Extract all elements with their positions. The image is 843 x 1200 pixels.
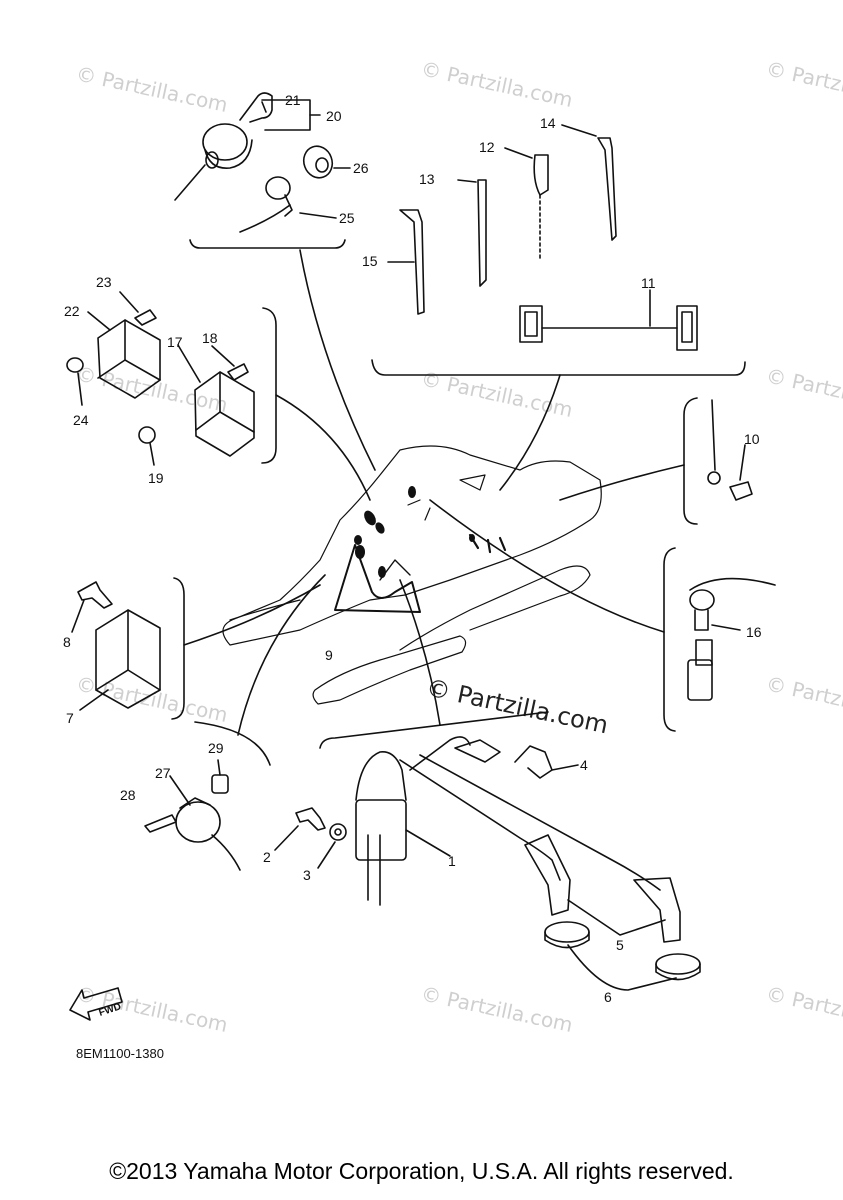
callout-12: 12: [479, 139, 495, 155]
band-part-15: [387, 209, 425, 315]
watermark: © Partzilla.com: [764, 363, 843, 419]
watermark: © Partzilla.com: [419, 981, 575, 1037]
high-tension-cords: [399, 739, 661, 891]
center-watermark: © Partzilla.com: [424, 673, 611, 739]
callout-14: 14: [540, 115, 556, 131]
leader: [399, 579, 441, 726]
washer-part-26: [302, 145, 351, 179]
copyright-notice: ©2013 Yamaha Motor Corporation, U.S.A. A…: [109, 1158, 734, 1184]
callout-7: 7: [66, 710, 74, 726]
leader: [559, 464, 685, 501]
frame-components: [354, 486, 475, 578]
band-part-13: [457, 179, 487, 287]
callout-20: 20: [326, 108, 342, 124]
sensor-part-16: [687, 577, 776, 701]
leader-6: [567, 944, 677, 991]
diagram-code: 8EM1100-1380: [76, 1046, 164, 1061]
leader: [275, 394, 371, 501]
bracket-bottom-center: [319, 711, 549, 749]
bolt-part-23: [119, 291, 157, 326]
leader: [183, 584, 321, 646]
frame-outline: [222, 445, 602, 705]
watermarks: © Partzilla.com © Partzilla.com © Partzi…: [74, 56, 843, 1037]
washer-part-3: [317, 823, 347, 869]
callout-19: 19: [148, 470, 164, 486]
callout-4: 4: [580, 757, 588, 773]
watermark: © Partzilla.com: [764, 56, 843, 112]
ignition-coil-part-1: [355, 736, 471, 906]
callout-16: 16: [746, 624, 762, 640]
bracket-right-upper: [683, 397, 698, 525]
bolt-part-8: [71, 581, 113, 633]
unit-part-7: [79, 609, 161, 711]
leader-5: [567, 899, 666, 936]
callout-15: 15: [362, 253, 378, 269]
unit-part-22: [87, 311, 161, 399]
callout-25: 25: [339, 210, 355, 226]
bolt-part-28: [144, 814, 177, 833]
callout-27: 27: [155, 765, 171, 781]
fwd-arrow-icon: [69, 987, 123, 1021]
sensor-part-27: [169, 775, 241, 871]
callout-5: 5: [616, 937, 624, 953]
parts-diagram: © Partzilla.com © Partzilla.com © Partzi…: [63, 56, 843, 1061]
cap-part-6: [544, 921, 701, 981]
callout-26: 26: [353, 160, 369, 176]
switch-part-25: [239, 176, 337, 233]
lead-part-10: [707, 399, 753, 501]
watermark: © Partzilla.com: [74, 61, 230, 117]
bolt-part-2: [274, 807, 326, 851]
callout-23: 23: [96, 274, 112, 290]
bracket-top-left: [189, 239, 346, 249]
nut-part-29: [211, 759, 229, 794]
callout-8: 8: [63, 634, 71, 650]
callout-21: 21: [285, 92, 301, 108]
nut-part-24: [66, 357, 84, 406]
callout-13: 13: [419, 171, 435, 187]
clip-part-12: [504, 147, 549, 259]
callout-11: 11: [641, 275, 656, 291]
unit-part-17: [177, 344, 255, 457]
watermark: © Partzilla.com: [764, 671, 843, 727]
callout-17: 17: [167, 334, 183, 350]
watermark: © Partzilla.com: [419, 56, 575, 112]
main-switch-part-20: [174, 92, 273, 201]
callout-3: 3: [303, 867, 311, 883]
callout-28: 28: [120, 787, 136, 803]
bracket-left-upper: [261, 307, 277, 464]
leader: [499, 374, 561, 491]
clamp-part-4: [514, 745, 579, 779]
callout-labels: 1 2 3 4 5 6 7 8 9 10 11 12 13 14 15 16 1…: [63, 92, 762, 1005]
leader: [299, 249, 376, 471]
callout-9: 9: [325, 647, 333, 663]
watermark: © Partzilla.com: [74, 361, 230, 417]
callout-2: 2: [263, 849, 271, 865]
bracket-right-lower: [663, 547, 676, 732]
watermark: © Partzilla.com: [74, 671, 230, 727]
callout-18: 18: [202, 330, 218, 346]
callout-6: 6: [604, 989, 612, 1005]
harness-part-11: [519, 289, 698, 351]
bracket-left-lower: [171, 577, 185, 720]
bolt-part-18: [211, 345, 249, 381]
watermark: © Partzilla.com: [764, 981, 843, 1037]
callout-29: 29: [208, 740, 224, 756]
callout-10: 10: [744, 431, 760, 447]
leader: [237, 574, 326, 736]
plug-cap-part-5: [524, 834, 681, 943]
bracket-bottom-left: [194, 721, 271, 766]
nut-part-19: [138, 426, 156, 466]
callout-22: 22: [64, 303, 80, 319]
callout-1: 1: [448, 853, 456, 869]
callout-24: 24: [73, 412, 89, 428]
band-part-14: [561, 124, 617, 241]
leader: [429, 499, 665, 633]
